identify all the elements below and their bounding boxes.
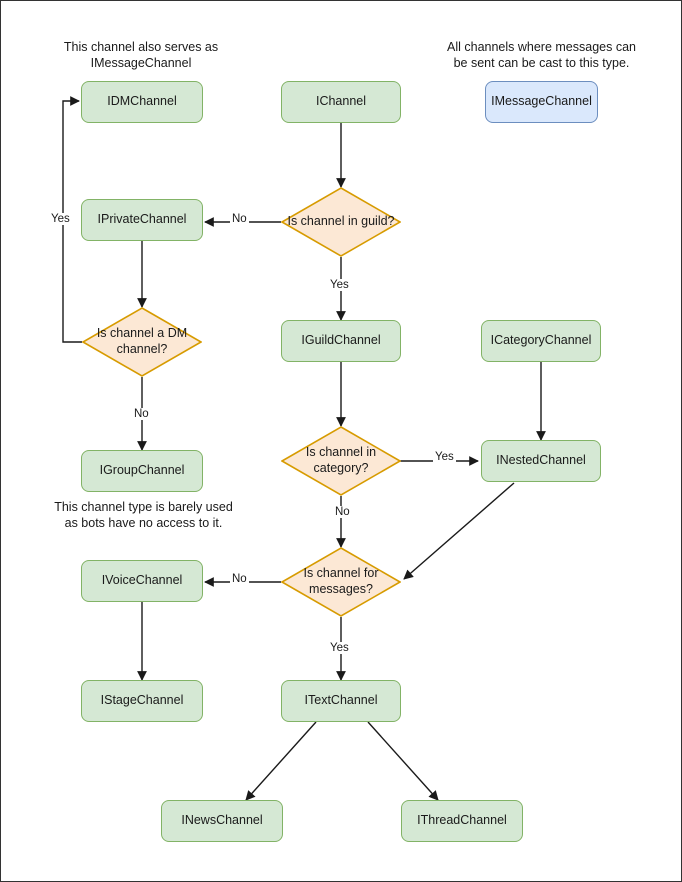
node-iprivatechannel[interactable]: IPrivateChannel	[81, 199, 203, 241]
edge-itextchannel-to-ithreadchannel	[367, 721, 439, 801]
decision-is-channel-in-category[interactable]: Is channel in category?	[281, 426, 401, 496]
note-message-channel: All channels where messages can be sent …	[447, 40, 636, 71]
node-itextchannel[interactable]: ITextChannel	[281, 680, 401, 722]
node-ichannel[interactable]: IChannel	[281, 81, 401, 123]
edge-label-guild-yes: Yes	[328, 279, 351, 291]
edge-label-guild-no: No	[230, 213, 249, 225]
edge-itextchannel-to-inewschannel	[245, 721, 317, 801]
edge-label-category-yes: Yes	[433, 451, 456, 463]
node-inewschannel[interactable]: INewsChannel	[161, 800, 283, 842]
decision-is-channel-a-dm-channel[interactable]: Is channel a DM channel?	[82, 307, 202, 377]
edge-label-category-no: No	[333, 506, 352, 518]
edge-label-dm-no: No	[132, 408, 151, 420]
node-igroupchannel[interactable]: IGroupChannel	[81, 450, 203, 492]
decision-label: Is channel for messages?	[303, 566, 379, 596]
node-icategorychannel[interactable]: ICategoryChannel	[481, 320, 601, 362]
node-ithreadchannel[interactable]: IThreadChannel	[401, 800, 523, 842]
decision-label: Is channel a DM channel?	[96, 326, 188, 356]
node-imessagechannel[interactable]: IMessageChannel	[485, 81, 598, 123]
edge-label-messages-no: No	[230, 573, 249, 585]
edge-label-dm-yes: Yes	[49, 213, 72, 225]
node-inestedchannel[interactable]: INestedChannel	[481, 440, 601, 482]
decision-is-channel-for-messages[interactable]: Is channel for messages?	[281, 547, 401, 617]
node-ivoicechannel[interactable]: IVoiceChannel	[81, 560, 203, 602]
node-idmchannel[interactable]: IDMChannel	[81, 81, 203, 123]
edge-label-messages-yes: Yes	[328, 642, 351, 654]
decision-label: Is channel in guild?	[287, 214, 395, 229]
note-dm-channel: This channel also serves as IMessageChan…	[63, 40, 219, 71]
node-istagechannel[interactable]: IStageChannel	[81, 680, 203, 722]
node-iguildchannel[interactable]: IGuildChannel	[281, 320, 401, 362]
decision-is-channel-in-guild[interactable]: Is channel in guild?	[281, 187, 401, 257]
decision-label: Is channel in category?	[305, 445, 377, 475]
edge-inestedchannel-to-formessages	[403, 482, 515, 580]
note-group-channel: This channel type is barely used as bots…	[54, 500, 233, 531]
